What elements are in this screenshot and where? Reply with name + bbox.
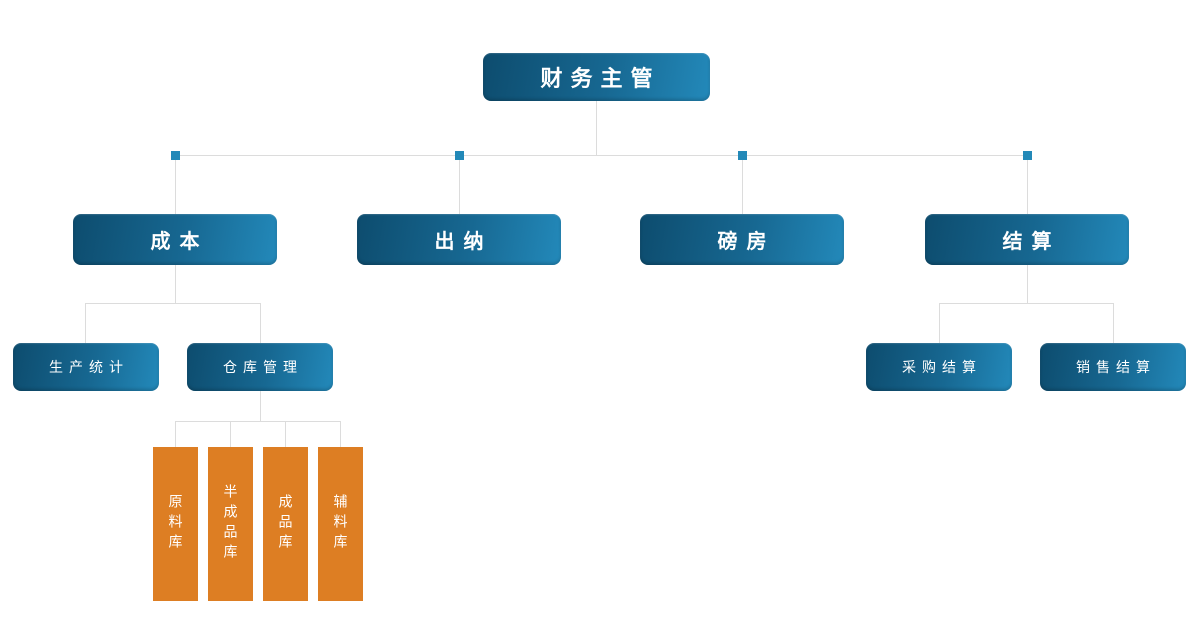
connector-warehouse-trunk [260, 391, 261, 421]
node-sales-settlement: 销售结算 [1040, 343, 1186, 391]
junction-square-settlement [1023, 151, 1032, 160]
connector-level2-bus [175, 155, 1027, 156]
connector-root-trunk [596, 101, 597, 155]
node-settlement: 结算 [925, 214, 1129, 265]
junction-square-cost [171, 151, 180, 160]
connector-drop-production-statistics [85, 303, 86, 343]
connector-settlement-trunk [1027, 265, 1028, 303]
connector-drop-sales-settlement [1113, 303, 1114, 343]
connector-warehouse-bus [175, 421, 341, 422]
node-semi-finished-warehouse: 半成品库 [208, 447, 253, 601]
connector-drop-raw-material [175, 421, 176, 447]
connector-cost-trunk [175, 265, 176, 303]
node-production-statistics: 生产统计 [13, 343, 159, 391]
connector-drop-weighbridge [742, 160, 743, 214]
connector-drop-auxiliary-material [340, 421, 341, 447]
connector-drop-cashier [459, 160, 460, 214]
junction-square-weighbridge [738, 151, 747, 160]
node-weighbridge: 磅房 [640, 214, 844, 265]
connector-drop-settlement [1027, 160, 1028, 214]
connector-drop-semi-finished [230, 421, 231, 447]
node-warehouse-management: 仓库管理 [187, 343, 333, 391]
node-finished-goods-warehouse: 成品库 [263, 447, 308, 601]
connector-drop-warehouse-management [260, 303, 261, 343]
node-purchase-settlement: 采购结算 [866, 343, 1012, 391]
connector-drop-finished-goods [285, 421, 286, 447]
connector-drop-cost [175, 160, 176, 214]
connector-settlement-bus [939, 303, 1113, 304]
node-finance-supervisor: 财务主管 [483, 53, 710, 101]
connector-cost-bus [85, 303, 260, 304]
node-auxiliary-material-warehouse: 辅料库 [318, 447, 363, 601]
node-cost: 成本 [73, 214, 277, 265]
connector-drop-purchase-settlement [939, 303, 940, 343]
node-cashier: 出纳 [357, 214, 561, 265]
junction-square-cashier [455, 151, 464, 160]
node-raw-material-warehouse: 原料库 [153, 447, 198, 601]
